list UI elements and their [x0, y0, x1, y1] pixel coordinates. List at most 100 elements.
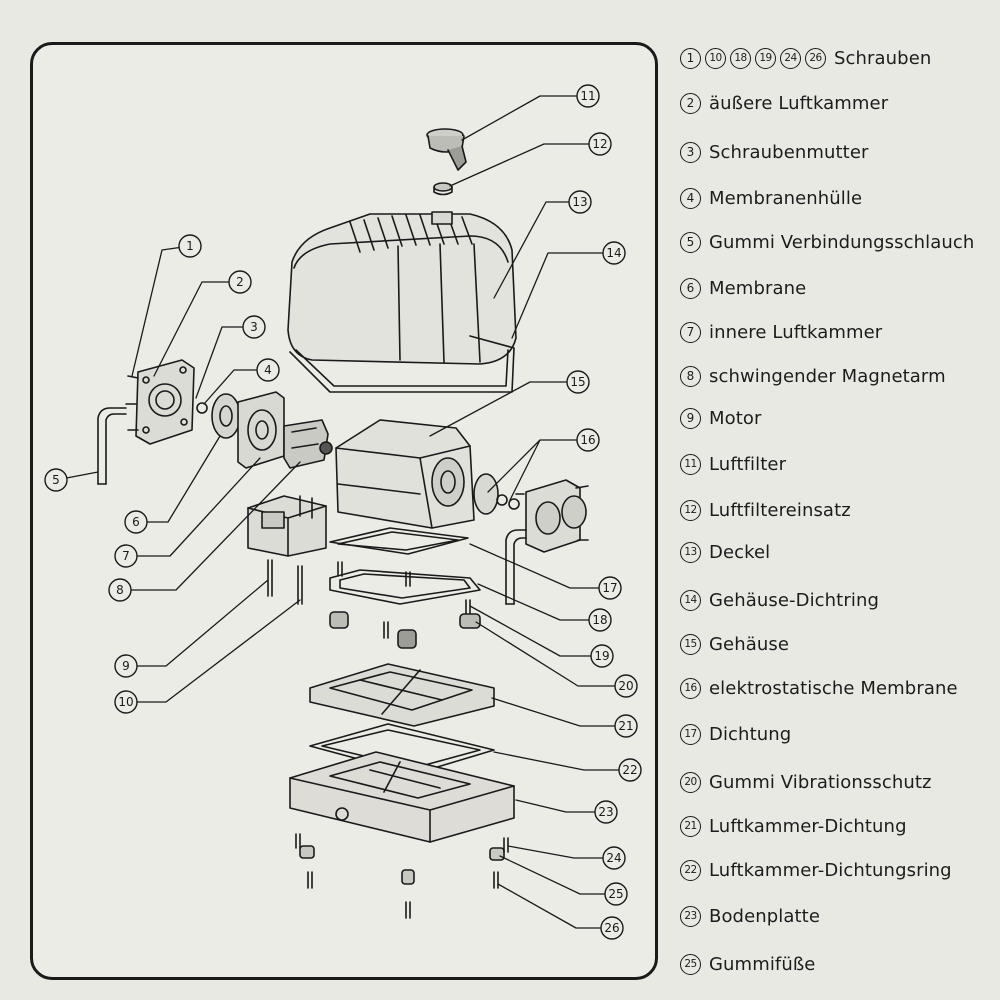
legend-label: Bodenplatte: [709, 905, 821, 927]
callout-label: 12: [592, 137, 607, 151]
legend-numbers: 22: [680, 859, 701, 881]
legend-number-badge: 20: [680, 771, 701, 793]
legend-number-badge: 9: [680, 407, 701, 429]
legend-row: 13 Deckel: [680, 532, 770, 572]
callout-label: 14: [606, 246, 621, 260]
callout-label: 17: [602, 581, 617, 595]
legend-number-badge: 12: [680, 499, 701, 521]
callout-label: 1: [186, 239, 194, 253]
callout-label: 2: [236, 275, 244, 289]
callout-3: 3: [242, 315, 266, 339]
part-screws-10: [267, 559, 411, 639]
legend-numbers: 17: [680, 723, 701, 745]
legend-label: äußere Luftkammer: [709, 92, 889, 114]
callout-13: 13: [568, 190, 592, 214]
legend-numbers: 14: [680, 589, 701, 611]
legend-label: Gehäuse-Dichtring: [709, 589, 879, 611]
legend-label: Schraubenmutter: [709, 141, 869, 163]
callout-label: 24: [606, 851, 621, 865]
legend-number-badge: 3: [680, 141, 701, 163]
callout-label: 9: [122, 659, 130, 673]
legend-numbers: 16: [680, 677, 701, 699]
legend-number-badge: 18: [730, 47, 751, 69]
legend-number-badge: 13: [680, 541, 701, 563]
legend-number-badge: 11: [680, 453, 701, 475]
callout-1: 1: [178, 234, 202, 258]
callout-18: 18: [588, 608, 612, 632]
legend-numbers: 21: [680, 815, 701, 837]
callout-label: 26: [604, 921, 619, 935]
legend-number-badge: 25: [680, 953, 701, 975]
callout-2: 2: [228, 270, 252, 294]
callout-24: 24: [602, 846, 626, 870]
part-right-air-chamber: [515, 479, 589, 553]
callout-label: 16: [580, 433, 595, 447]
legend-number-badge: 19: [755, 47, 776, 69]
part-base-plate: [289, 751, 515, 843]
part-filter-insert: [433, 182, 453, 196]
legend-number-badge: 24: [780, 47, 801, 69]
legend-number-badge: 26: [805, 47, 826, 69]
callout-label: 11: [580, 89, 595, 103]
callout-label: 18: [592, 613, 607, 627]
callout-label: 3: [250, 320, 258, 334]
legend-numbers: 8: [680, 365, 701, 387]
legend-label: Deckel: [709, 541, 771, 563]
part-outer-air-chamber: [125, 359, 195, 445]
part-cover: [287, 211, 517, 365]
legend-numbers: 13: [680, 541, 701, 563]
part-motor: [247, 495, 327, 557]
legend-numbers: 20: [680, 771, 701, 793]
callout-25: 25: [604, 882, 628, 906]
legend-number-badge: 23: [680, 905, 701, 927]
callout-label: 22: [622, 763, 637, 777]
legend-numbers: 2: [680, 92, 701, 114]
part-air-chamber-frame: [309, 663, 495, 727]
callout-15: 15: [566, 370, 590, 394]
part-membrane: [211, 393, 241, 439]
callout-label: 7: [122, 549, 130, 563]
legend-number-badge: 10: [705, 47, 726, 69]
part-vibration-dampers: [329, 599, 481, 649]
callout-11: 11: [576, 84, 600, 108]
callout-label: 8: [116, 583, 124, 597]
callout-label: 20: [618, 679, 633, 693]
callout-6: 6: [124, 510, 148, 534]
callout-label: 4: [264, 363, 272, 377]
callout-label: 5: [52, 473, 60, 487]
legend-number-badge: 6: [680, 277, 701, 299]
callout-9: 9: [114, 654, 138, 678]
callout-20: 20: [614, 674, 638, 698]
legend-numbers: 4: [680, 187, 701, 209]
callout-7: 7: [114, 544, 138, 568]
legend-number-badge: 14: [680, 589, 701, 611]
legend-numbers: 15: [680, 633, 701, 655]
callout-4: 4: [256, 358, 280, 382]
legend-numbers: 5: [680, 231, 701, 253]
callout-26: 26: [600, 916, 624, 940]
legend-number-badge: 1: [680, 47, 701, 69]
legend-row: 14 Gehäuse-Dichtring: [680, 580, 879, 620]
legend-label: Motor: [709, 407, 762, 429]
part-housing: [335, 419, 475, 529]
legend-label: Schrauben: [834, 47, 932, 69]
legend-row: 12 Luftfiltereinsatz: [680, 490, 851, 530]
legend-number-badge: 21: [680, 815, 701, 837]
callout-23: 23: [594, 800, 618, 824]
legend-row: 9 Motor: [680, 398, 762, 438]
callout-12: 12: [588, 132, 612, 156]
callout-label: 25: [608, 887, 623, 901]
legend-row: 2 äußere Luftkammer: [680, 83, 888, 123]
legend-label: Luftfiltereinsatz: [709, 499, 851, 521]
legend-number-badge: 16: [680, 677, 701, 699]
